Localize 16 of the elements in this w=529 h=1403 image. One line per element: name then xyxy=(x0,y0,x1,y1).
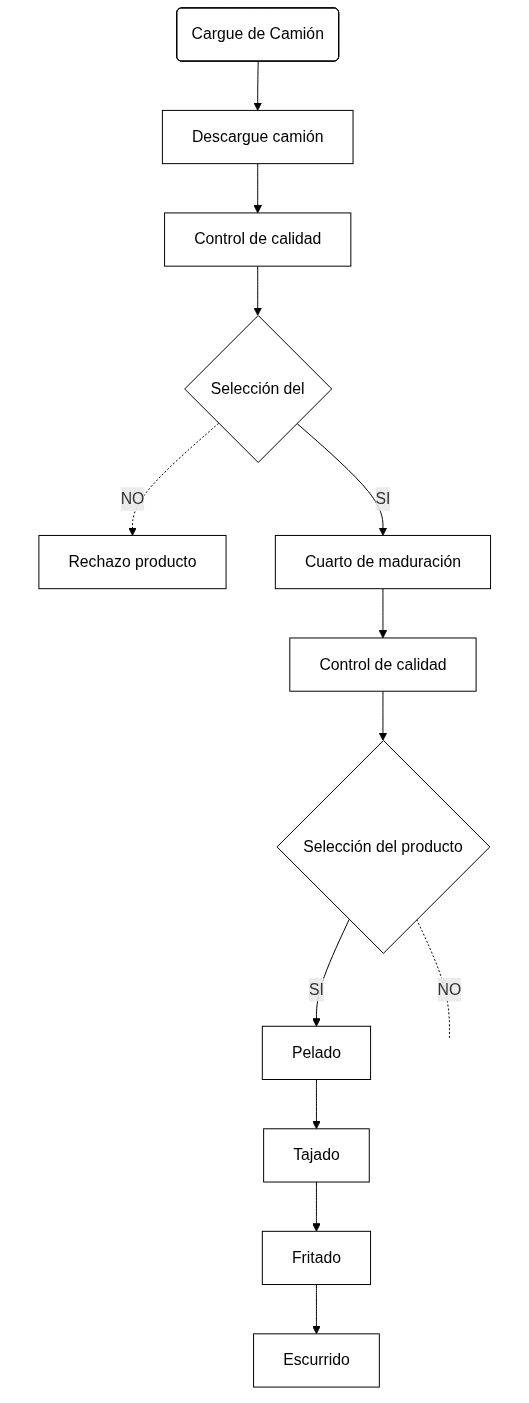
node-box: Control de calidad xyxy=(163,212,352,267)
edge-label: NO xyxy=(120,490,145,507)
edge-label: NO xyxy=(437,980,462,998)
node-box: Descargue camión xyxy=(161,109,354,165)
node-box: Escurrido xyxy=(252,1333,380,1388)
node-box: Control de calidad xyxy=(289,637,477,692)
node-box: Fritado xyxy=(261,1230,371,1286)
node-box: Rechazo producto xyxy=(38,534,227,590)
node-box: Pelado xyxy=(261,1025,371,1080)
node-box: Cuarto de maduración xyxy=(274,534,491,590)
edge-label: SI xyxy=(308,980,324,998)
connector xyxy=(416,919,450,1039)
node-box: Tajado xyxy=(262,1128,370,1183)
node-diamond: Selección del producto xyxy=(276,740,491,954)
node-diamond: Selección del xyxy=(183,314,332,463)
edge-label: SI xyxy=(375,490,391,507)
